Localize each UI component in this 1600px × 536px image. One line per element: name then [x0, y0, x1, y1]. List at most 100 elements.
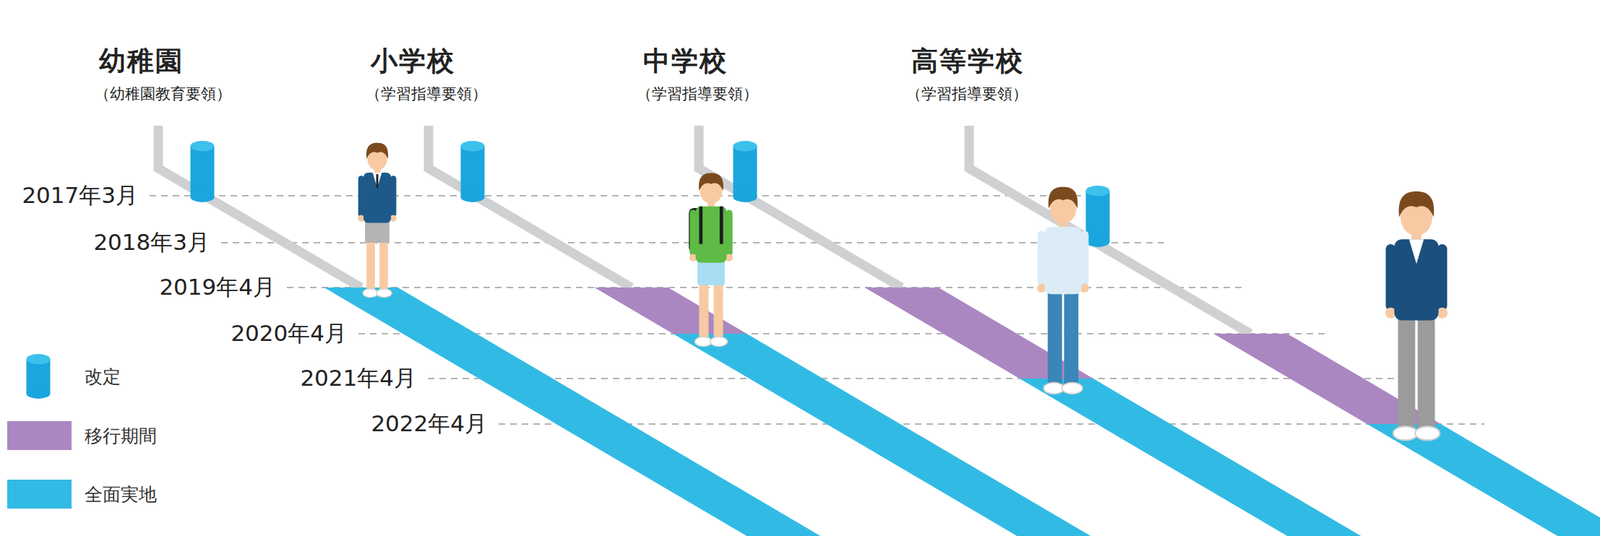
full-implementation-band	[1019, 378, 1362, 536]
shoe	[1414, 426, 1440, 441]
school-heading: 中学校	[643, 46, 728, 78]
school-heading: 高等学校	[911, 46, 1025, 78]
arm	[725, 209, 733, 256]
revision-icon	[190, 140, 215, 203]
date-label: 2017年3月	[21, 182, 139, 209]
leg	[714, 278, 724, 339]
torso	[1394, 239, 1439, 321]
cylinder-top	[26, 354, 51, 365]
torso	[695, 206, 728, 264]
shoe	[362, 289, 378, 298]
shoe	[694, 336, 712, 347]
curriculum-name: （幼稚園教育要領）	[94, 85, 232, 103]
pre-revision-line	[158, 125, 362, 288]
pre-revision-line	[698, 125, 902, 288]
shoe	[1043, 383, 1064, 395]
revision-icon	[1086, 185, 1111, 248]
trouser-leg	[1398, 312, 1416, 429]
full-implementation-band	[324, 287, 821, 536]
leg	[698, 278, 709, 339]
legend-label: 改定	[84, 364, 121, 389]
cylinder-body	[190, 145, 215, 197]
school-track	[698, 125, 1361, 536]
legend-label: 全面実地	[84, 482, 157, 507]
cylinder-top	[733, 140, 758, 152]
hair	[1399, 191, 1435, 218]
date-guide-line	[498, 423, 1485, 425]
pre-revision-line	[428, 125, 632, 288]
transition-band	[594, 287, 748, 334]
cylinder-body	[1086, 190, 1111, 242]
trouser-leg	[1047, 288, 1063, 385]
date-label: 2021年4月	[299, 365, 417, 392]
students	[357, 143, 1448, 441]
torso	[1044, 226, 1082, 295]
school-heading: 幼稚園	[99, 46, 184, 78]
cylinder-base	[26, 388, 51, 399]
student-figure	[357, 143, 397, 298]
student-figure	[1385, 191, 1448, 441]
cylinder-body	[733, 145, 758, 197]
cylinder-top	[190, 140, 215, 152]
revision-icons	[26, 140, 1111, 399]
date-guide-line	[427, 377, 1404, 380]
date-label: 2018年3月	[93, 229, 210, 256]
arm	[1437, 244, 1448, 311]
legend-revision-icon	[26, 354, 51, 399]
arm	[390, 175, 397, 217]
cylinder-base	[1086, 236, 1111, 248]
school-track	[969, 125, 1600, 536]
shirt-collar	[372, 172, 383, 188]
tie	[376, 174, 379, 188]
arm	[689, 209, 696, 256]
date-guide-line	[286, 286, 1246, 289]
cylinder-body	[461, 145, 485, 197]
hair	[1048, 187, 1078, 209]
hair	[366, 143, 389, 159]
curriculum-name: （学習指導要領）	[365, 85, 488, 103]
legend-swatch	[7, 421, 72, 451]
leg	[366, 237, 376, 291]
curriculum-name: （学習指導要領）	[636, 85, 759, 103]
legend-swatch	[7, 479, 72, 509]
shoe	[1393, 426, 1418, 441]
legend-label: 移行期間	[84, 424, 157, 449]
shoe	[710, 336, 728, 347]
trouser-leg	[1063, 288, 1079, 385]
date-label: 2019年4月	[158, 274, 276, 301]
shoe	[376, 289, 392, 298]
revision-icon	[461, 140, 485, 203]
leg	[379, 237, 389, 291]
shirt-collar	[1409, 239, 1424, 264]
shoe	[1062, 383, 1083, 395]
torso	[363, 172, 391, 224]
date-label: 2022年4月	[370, 411, 488, 438]
arm	[358, 175, 365, 217]
school-track	[158, 125, 821, 536]
hair	[698, 172, 724, 191]
backpack-strap	[698, 206, 703, 245]
backpack-strap	[719, 206, 724, 245]
student-figure	[1037, 187, 1090, 395]
date-guide-line	[358, 333, 1327, 335]
full-implementation-band	[1367, 424, 1600, 536]
arm	[1080, 231, 1089, 287]
arm	[1386, 244, 1397, 311]
school-heading: 小学校	[370, 46, 456, 78]
date-label: 2020年4月	[230, 320, 347, 347]
curriculum-name: （学習指導要領）	[906, 85, 1028, 103]
cylinder-base	[461, 191, 485, 203]
pre-revision-line	[969, 125, 1251, 334]
school-tracks	[158, 125, 1600, 536]
arm	[1037, 231, 1046, 287]
cylinder-base	[190, 191, 215, 203]
cylinder-top	[461, 140, 485, 152]
student-figure	[688, 172, 733, 347]
cylinder-top	[1086, 185, 1111, 197]
date-guide-line	[149, 195, 1092, 197]
revision-icon	[733, 140, 758, 203]
trouser-leg	[1417, 312, 1436, 429]
cylinder-base	[733, 191, 758, 203]
